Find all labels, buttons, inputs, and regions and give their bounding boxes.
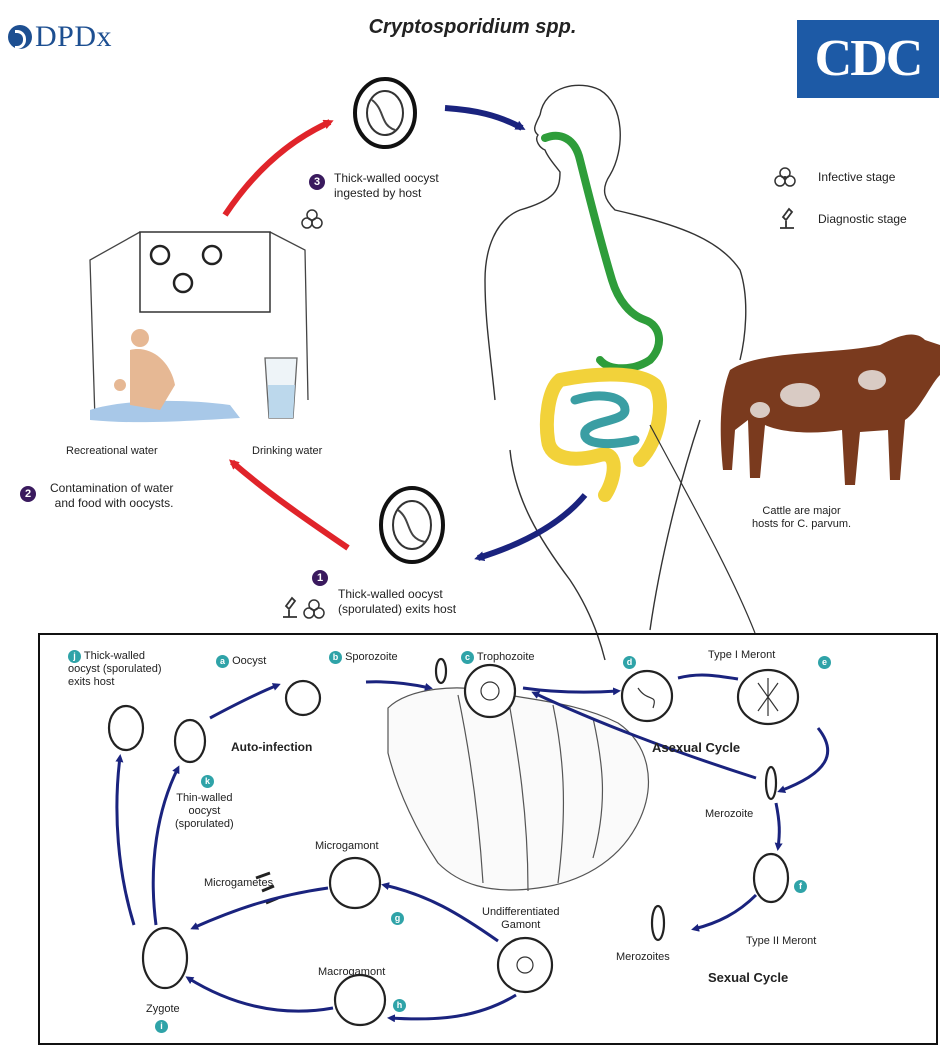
- step1-label: Thick-walled oocyst (sporulated) exits h…: [338, 587, 456, 617]
- legend-infective-label: Infective stage: [818, 170, 895, 185]
- water-sources-illustration: [90, 232, 308, 422]
- detail-cycle-illustration: [38, 633, 938, 1045]
- digestive-tract: [545, 136, 660, 495]
- drinking-water-label: Drinking water: [252, 445, 322, 458]
- arrow-h-to-zygote: [188, 978, 333, 1011]
- stage-f-type-ii-meront: [754, 854, 788, 902]
- stage-a-oocyst: [286, 681, 320, 715]
- arrow-contamination-to-ingestion: [225, 122, 330, 215]
- stage-i-badge: i: [155, 1020, 168, 1033]
- stage-undifferentiated-gamont: [498, 938, 552, 992]
- arrow-g-to-zygote: [193, 888, 328, 928]
- stage-b-sporozoite: [436, 659, 446, 683]
- stage-g-microgamont: [330, 858, 380, 908]
- arrow-ingestion-to-host: [445, 108, 522, 128]
- stage-k-thin-walled-oocyst: [175, 720, 205, 762]
- microgametes-label: Microgametes: [204, 877, 273, 890]
- microgamont-label: Microgamont: [315, 840, 379, 853]
- stage-merozoite: [766, 767, 776, 799]
- stage-b-label: b Sporozoite: [329, 651, 398, 664]
- step3-infective-icon: [302, 210, 322, 228]
- arrow-d-to-e: [678, 675, 738, 679]
- arrow-f-to-merozoites: [694, 895, 756, 929]
- stage-e-badge: e: [818, 656, 831, 669]
- stage-d-badge: d: [623, 656, 636, 669]
- cattle-label: Cattle are major hosts for C. parvum.: [752, 505, 851, 531]
- step3-label: Thick-walled oocyst ingested by host: [334, 171, 439, 201]
- stage-g-badge: g: [391, 912, 404, 925]
- stage-j-label: j Thick-walled oocyst (sporulated) exits…: [68, 650, 162, 689]
- type-ii-meront-label: Type II Meront: [746, 935, 816, 948]
- merozoite-label: Merozoite: [705, 808, 753, 821]
- stage-h-macrogamont: [335, 975, 385, 1025]
- type-i-meront-label: Type I Meront: [708, 649, 775, 662]
- merozoites-label: Merozoites: [616, 951, 670, 964]
- zygote-label: Zygote: [146, 1003, 180, 1016]
- stage-i-zygote: [143, 928, 187, 988]
- stage-merozoites-sexual: [652, 906, 664, 940]
- step2-badge: 2: [20, 484, 36, 502]
- stage-c-trophozoite: [465, 665, 515, 717]
- arrow-e-to-merozoite: [780, 728, 828, 791]
- legend-diagnostic-icon: [780, 209, 794, 228]
- arrow-c-to-d: [523, 688, 618, 692]
- step2-label: Contamination of water and food with ooc…: [50, 481, 173, 511]
- macrogamont-label: Macrogamont: [318, 966, 385, 979]
- arrow-k-to-a: [210, 685, 278, 718]
- step3-badge: 3: [309, 172, 325, 190]
- stage-h-badge: h: [393, 999, 406, 1012]
- arrow-exit-to-contamination: [232, 462, 348, 548]
- cattle-illustration: [721, 335, 940, 485]
- step1-diagnostic-icon: [283, 598, 297, 617]
- legend-diagnostic-label: Diagnostic stage: [818, 212, 907, 227]
- asexual-cycle-label: Asexual Cycle: [652, 740, 740, 755]
- arrow-merozoite-to-f: [776, 803, 779, 848]
- recreational-water-label: Recreational water: [66, 445, 158, 458]
- auto-infection-label: Auto-infection: [231, 740, 312, 755]
- stage-k-badge: k: [201, 775, 214, 788]
- stage-c-label: c Trophozoite: [461, 651, 535, 664]
- arrow-gamont-to-h: [390, 995, 516, 1019]
- stage-j-thick-walled-oocyst: [109, 706, 143, 750]
- step1-infective-icon: [304, 600, 324, 618]
- connector-to-detail-panel: [650, 425, 755, 633]
- sexual-cycle-label: Sexual Cycle: [708, 970, 788, 985]
- stage-a-label: a Oocyst: [216, 655, 266, 668]
- step1-badge: 1: [312, 568, 328, 586]
- legend-infective-icon: [775, 168, 795, 186]
- stage-f-badge: f: [794, 880, 807, 893]
- oocyst-ingested-illustration: [355, 79, 415, 147]
- arrow-host-to-exit: [478, 495, 585, 558]
- arrow-zygote-to-j: [117, 757, 134, 925]
- intestinal-epithelium: [388, 688, 648, 891]
- stage-k-label: Thin-walled oocyst (sporulated): [175, 792, 234, 831]
- oocyst-exits-illustration: [381, 488, 443, 562]
- arrow-a-to-b: [366, 682, 430, 688]
- undifferentiated-gamont-label: Undifferentiated Gamont: [482, 906, 559, 932]
